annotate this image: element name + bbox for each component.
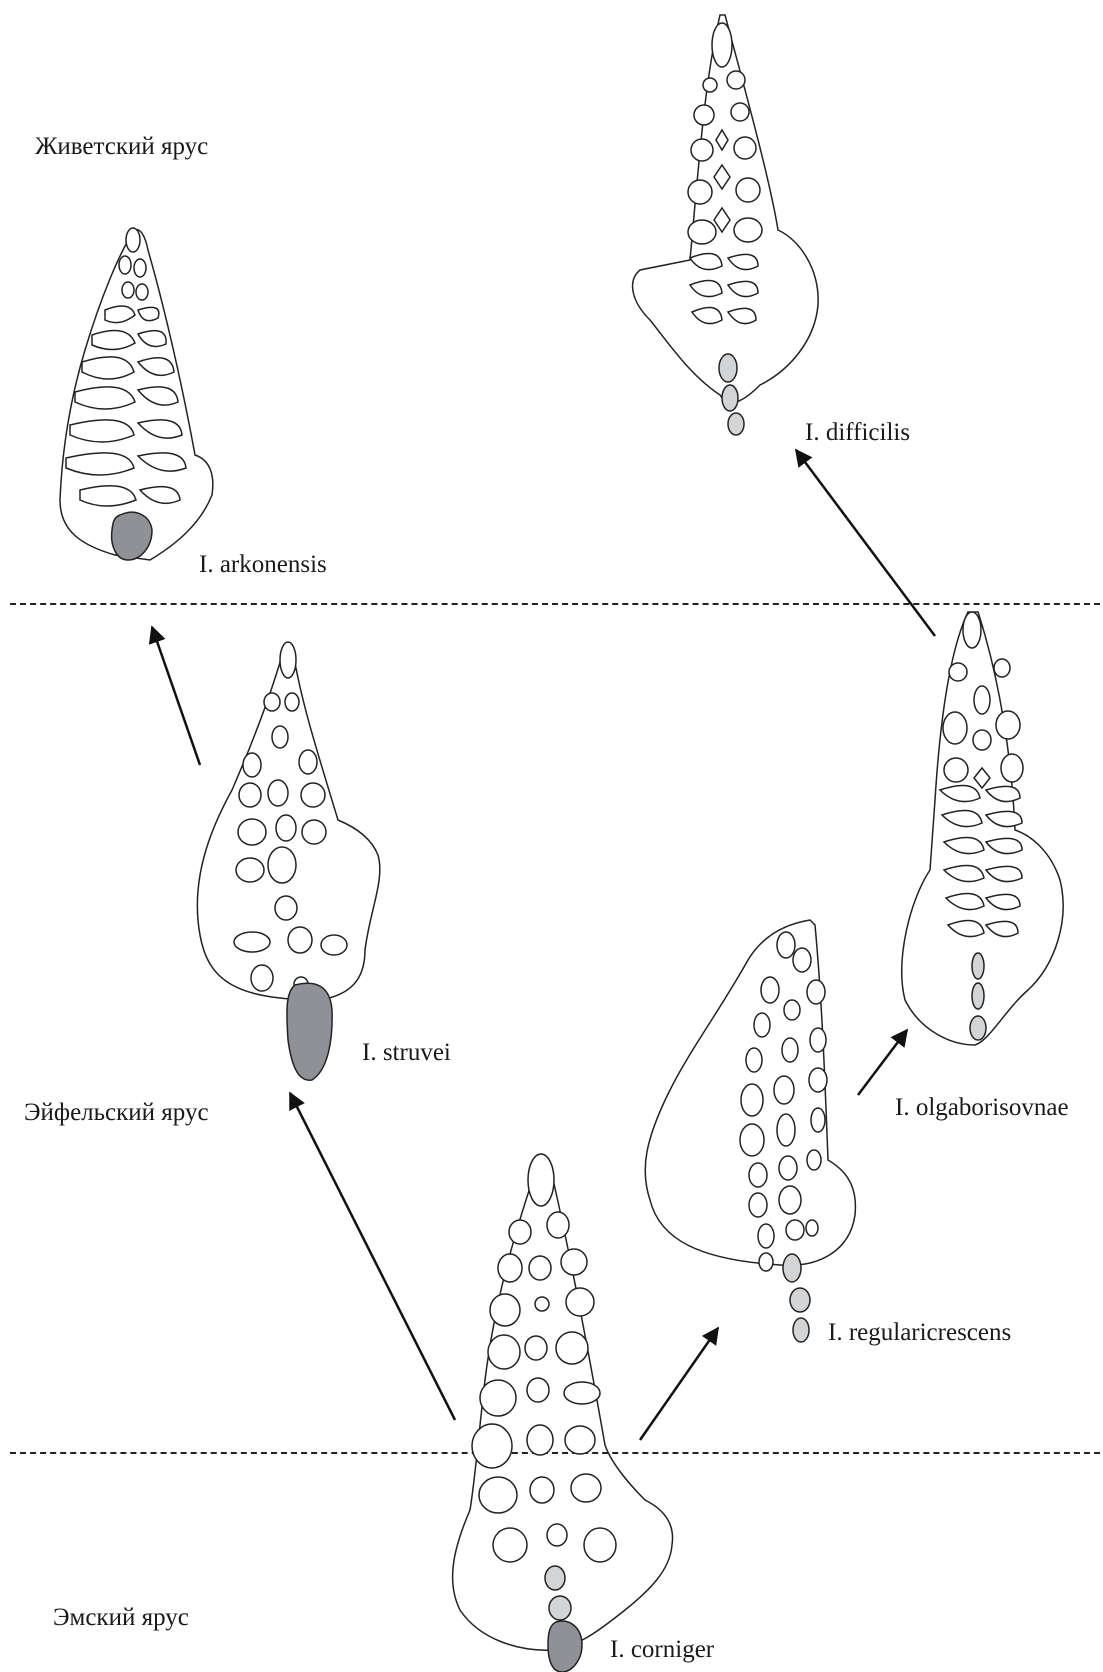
specimen-olgaborisovnae: [902, 612, 1063, 1045]
species-label-regularicrescens: I. regularicrescens: [828, 1320, 1011, 1345]
basal-nodes-light: [545, 1566, 571, 1620]
specimen-regularicrescens: [645, 920, 855, 1342]
basal-cavity-dark: [287, 983, 332, 1080]
species-label-struvei: I. struvei: [362, 1040, 451, 1065]
platform-outline: [633, 15, 819, 402]
arrow-corniger-to-regularicrescens: [640, 1328, 718, 1440]
stage-label-emsian: Эмский ярус: [53, 1605, 189, 1630]
species-label-corniger: I. corniger: [610, 1637, 714, 1662]
basal-cavity-dark: [112, 512, 152, 560]
basal-cavity-dark: [548, 1621, 582, 1672]
basal-nodes-light: [783, 1254, 810, 1342]
specimen-arkonensis: [60, 228, 213, 560]
arrow-corniger-to-struvei: [290, 1093, 455, 1420]
nodes: [472, 1154, 616, 1562]
specimen-corniger: [453, 1154, 673, 1672]
stage-label-givetian: Живетский ярус: [35, 134, 208, 159]
basal-nodes-light: [970, 953, 986, 1040]
species-label-difficilis: I. difficilis: [805, 420, 910, 445]
nodes: [688, 23, 762, 324]
nodes: [66, 228, 186, 506]
platform-outline: [902, 612, 1063, 1045]
basal-nodes-light: [719, 354, 744, 435]
species-label-arkonensis: I. arkonensis: [199, 552, 327, 577]
arrow-olgaborisovnae-to-difficilis: [796, 450, 935, 636]
species-label-olgaborisovnae: I. olgaborisovnae: [895, 1095, 1069, 1120]
specimen-difficilis: [633, 15, 819, 435]
arrow-struvei-to-arkonensis: [152, 627, 200, 765]
nodes: [740, 932, 827, 1271]
arrow-regularicrescens-to-olgaborisovnae: [858, 1030, 907, 1095]
specimen-struvei: [197, 642, 379, 1080]
stage-label-eifelian: Эйфельский ярус: [24, 1100, 209, 1125]
nodes: [234, 642, 347, 991]
